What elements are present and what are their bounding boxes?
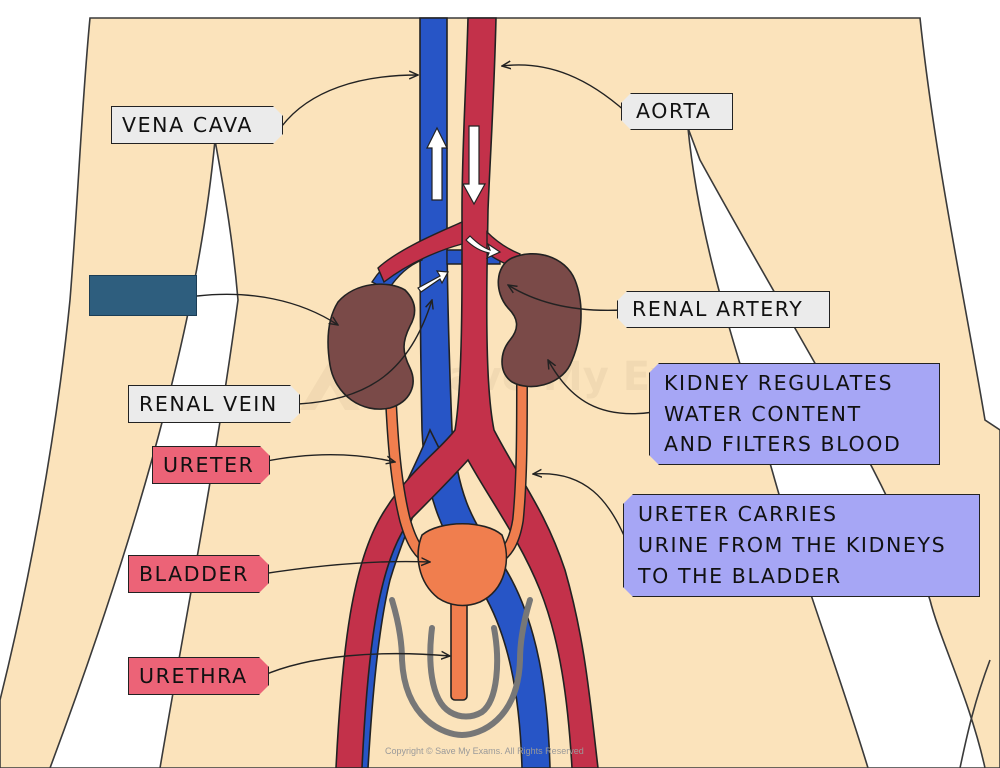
leader-ureter-left [261, 454, 395, 462]
label-vena-cava: VENA CAVA [111, 106, 283, 144]
info-ureter: URETER CARRIES URINE FROM THE KIDNEYS TO… [623, 494, 980, 597]
copyright-notice: Copyright © Save My Exams. All Rights Re… [385, 746, 584, 756]
leader-blank-box [196, 293, 338, 325]
flow-arrows [417, 125, 502, 293]
leader-vena-cava [281, 75, 418, 127]
flow-down-arrow [461, 125, 487, 206]
label-ureter: URETER [152, 446, 270, 484]
kidneys [327, 253, 582, 410]
info-kidney-line-2: WATER CONTENT [664, 401, 862, 426]
leader-lines [196, 65, 655, 677]
info-kidney-line-3: AND FILTERS BLOOD [664, 432, 902, 457]
info-ureter-line-1: URETER CARRIES [638, 502, 838, 527]
label-renal-vein: RENAL VEIN [128, 385, 300, 423]
label-aorta: AORTA [621, 93, 733, 130]
label-bladder: BLADDER [128, 555, 269, 593]
info-ureter-line-2: URINE FROM THE KIDNEYS [638, 533, 947, 558]
label-urethra: URETHRA [128, 657, 269, 695]
flow-renal-vein-arrow [417, 270, 449, 293]
info-ureter-line-3: TO THE BLADDER [638, 563, 842, 588]
bladder-organ [417, 522, 508, 701]
leader-kidney [548, 360, 655, 415]
leader-renal-vein [297, 300, 432, 405]
flow-renal-artery-arrow [465, 235, 502, 260]
leader-aorta [502, 65, 627, 113]
leader-bladder [261, 562, 430, 575]
left-kidney [327, 283, 416, 410]
info-kidney: KIDNEY REGULATES WATER CONTENT AND FILTE… [649, 363, 940, 465]
right-kidney [497, 253, 582, 388]
blank-label-box [89, 275, 197, 316]
urethra-tube [450, 599, 468, 701]
leader-ureter-right [533, 474, 629, 546]
leader-renal-artery [508, 285, 623, 312]
leader-urethra [261, 654, 450, 677]
pelvic-outline [389, 597, 533, 739]
info-kidney-line-1: KIDNEY REGULATES [664, 370, 894, 395]
label-renal-artery: RENAL ARTERY [617, 291, 830, 328]
flow-up-arrow [426, 126, 448, 201]
